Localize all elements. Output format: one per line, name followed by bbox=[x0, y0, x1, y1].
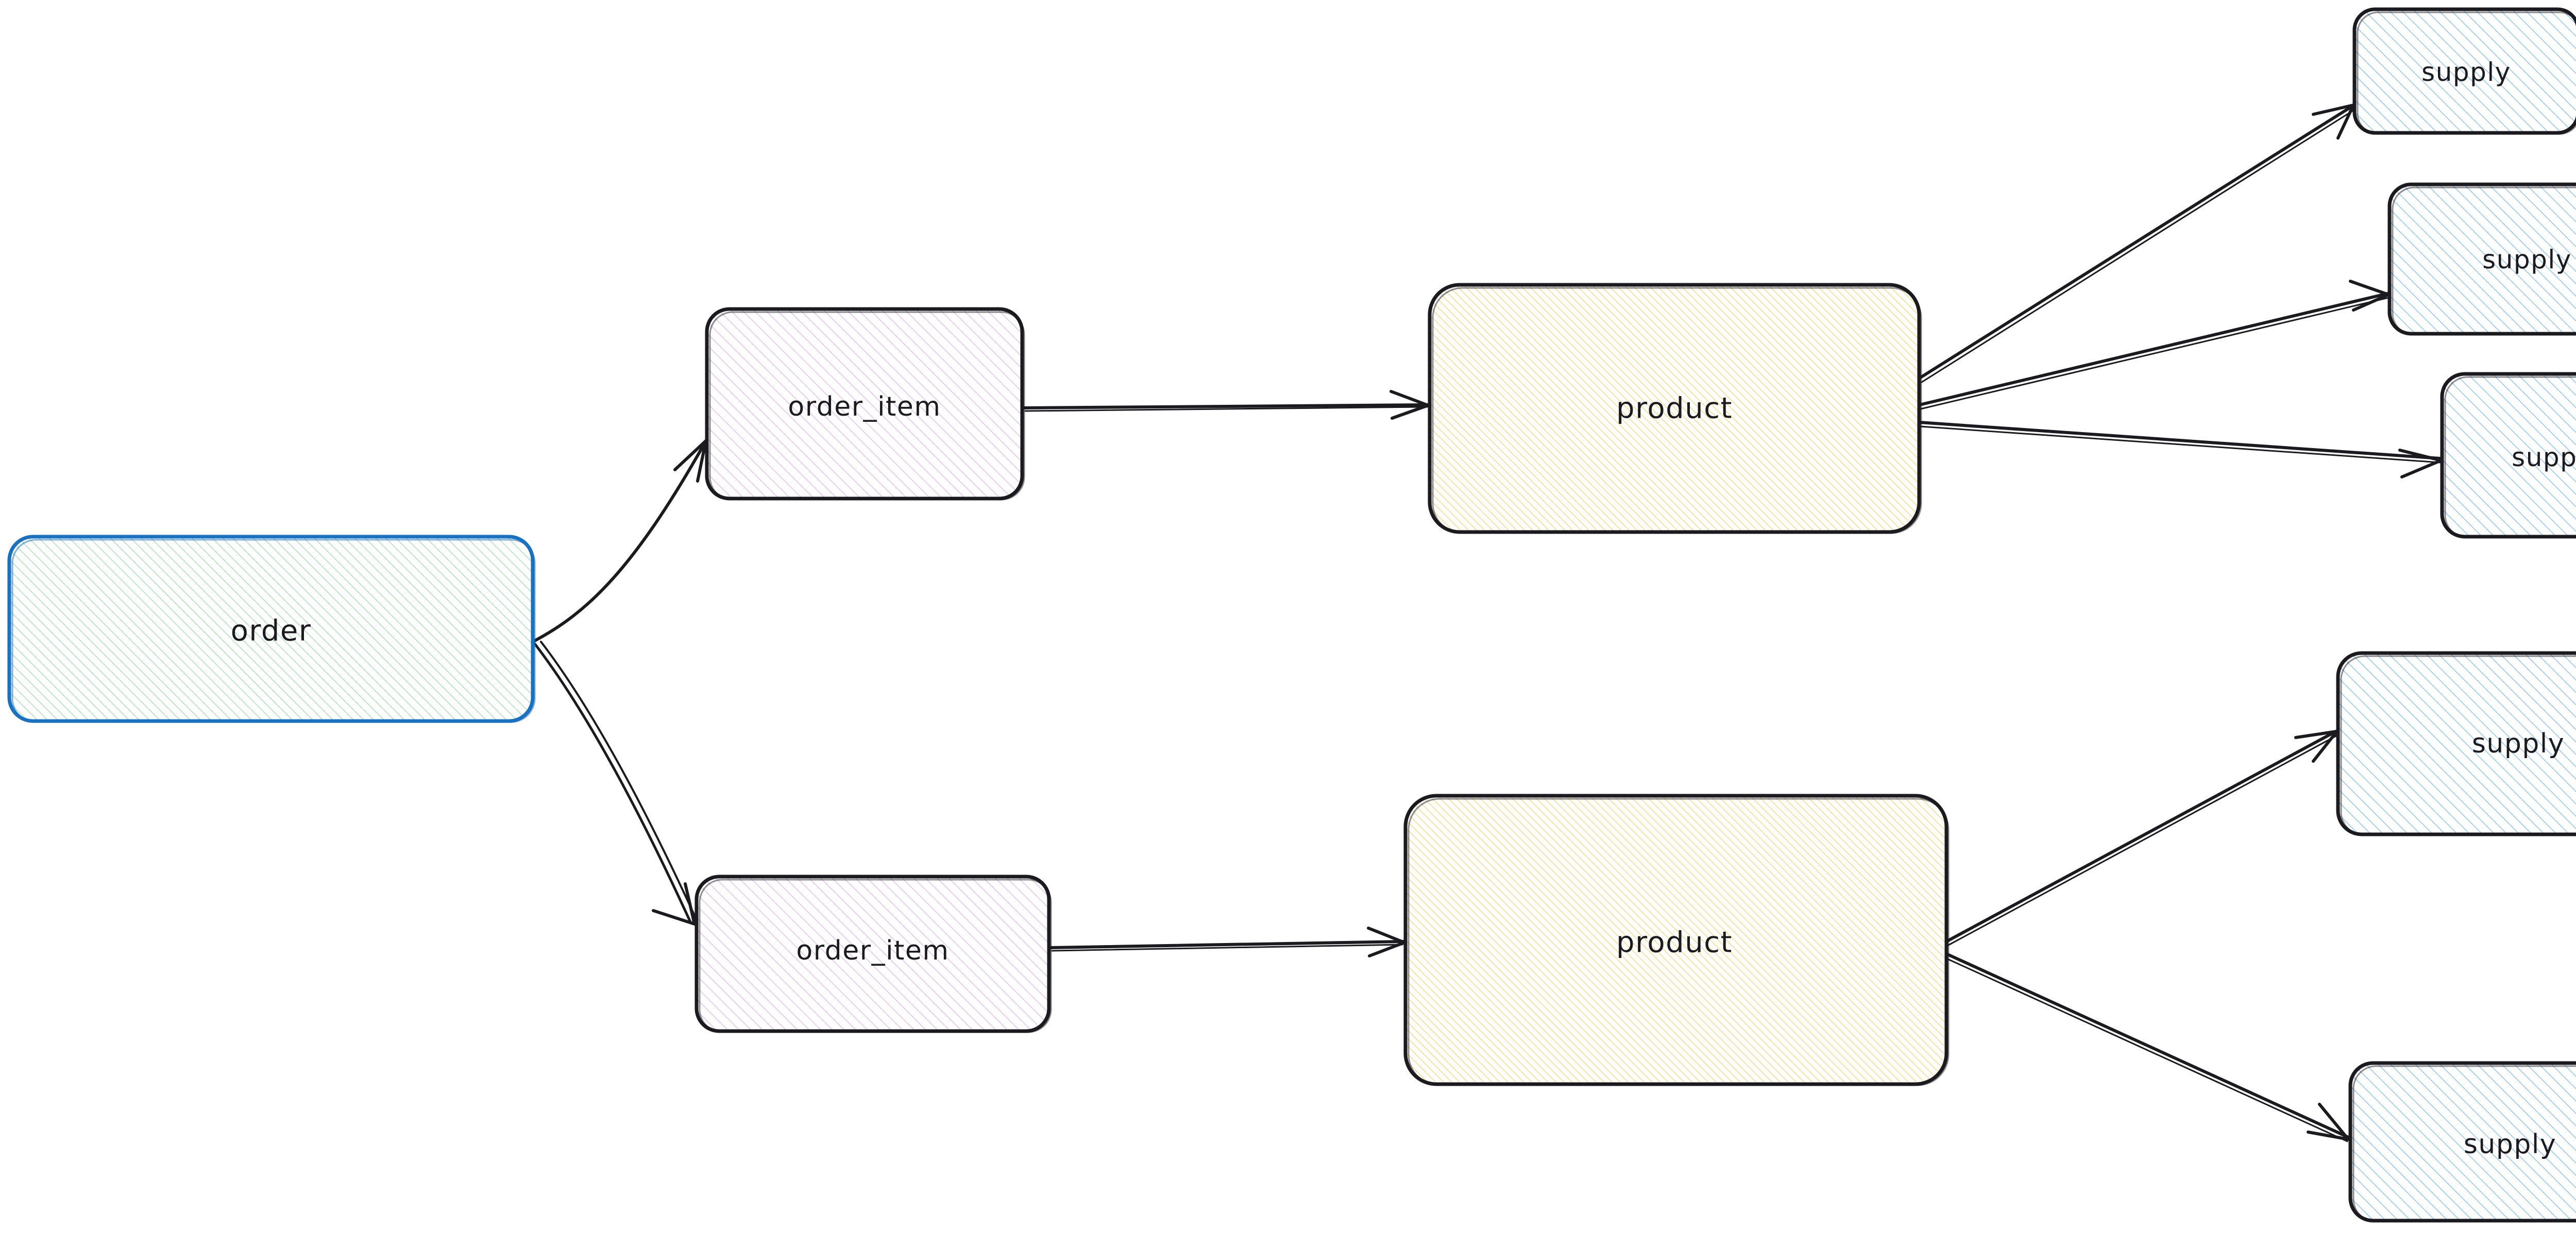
node-product-1-border bbox=[1428, 283, 1921, 534]
node-supply-5-label: supply bbox=[2464, 1129, 2556, 1160]
node-supply-3-fill bbox=[2442, 374, 2576, 537]
node-product-1-label: product bbox=[1616, 392, 1733, 425]
node-product-2-fill bbox=[1405, 796, 1946, 1084]
node-order[interactable]: order bbox=[7, 535, 536, 723]
node-order-item-1-border bbox=[705, 307, 1024, 501]
node-supply-4[interactable]: supply bbox=[2336, 651, 2576, 836]
node-supply-5-border bbox=[2348, 1061, 2576, 1223]
node-order-item-2-border bbox=[694, 875, 1051, 1033]
node-supply-4-label: supply bbox=[2472, 728, 2565, 759]
edge-order-item-2-to-product-2[interactable] bbox=[1048, 927, 1406, 957]
node-product-2-label: product bbox=[1616, 926, 1733, 960]
node-supply-2-border bbox=[2387, 182, 2576, 336]
node-order-item-1-label: order_item bbox=[788, 391, 941, 422]
edge-product-2-to-supply-4[interactable] bbox=[1945, 730, 2338, 947]
node-supply-1-fill bbox=[2354, 9, 2576, 133]
node-order-border bbox=[7, 535, 535, 723]
node-order-item-2[interactable]: order_item bbox=[694, 875, 1052, 1033]
node-order-label: order bbox=[231, 614, 312, 648]
node-supply-2-fill bbox=[2389, 184, 2576, 334]
node-product-1-fill bbox=[1430, 285, 1919, 532]
node-order-item-2-border-sketch bbox=[699, 879, 1052, 1033]
edge-product-1-to-supply-3[interactable] bbox=[1918, 421, 2443, 478]
node-supply-3-border-sketch bbox=[2444, 376, 2576, 539]
node-order-item-2-label: order_item bbox=[796, 935, 949, 966]
node-supply-5-border-sketch bbox=[2352, 1065, 2576, 1223]
node-supply-3-border bbox=[2440, 372, 2576, 539]
node-supply-4-border bbox=[2336, 651, 2576, 836]
edge-product-2-to-supply-5[interactable] bbox=[1944, 952, 2350, 1142]
edge-order-to-order-item-1[interactable] bbox=[532, 439, 707, 643]
node-supply-2-label: supply bbox=[2482, 245, 2572, 275]
node-order-item-1[interactable]: order_item bbox=[705, 307, 1025, 501]
node-product-2[interactable]: product bbox=[1403, 794, 1950, 1086]
node-supply-1-label: supply bbox=[2421, 57, 2511, 87]
node-product-2-border bbox=[1403, 794, 1948, 1086]
node-supply-1[interactable]: supply bbox=[2352, 7, 2576, 135]
node-supply-4-fill bbox=[2338, 653, 2576, 834]
node-supply-5[interactable]: supply bbox=[2348, 1061, 2576, 1223]
edge-order-item-1-to-product-1[interactable] bbox=[1022, 390, 1430, 420]
node-supply-1-border-sketch bbox=[2357, 11, 2576, 135]
node-supply-2[interactable]: supply bbox=[2387, 182, 2576, 336]
edge-order-to-order-item-2[interactable] bbox=[533, 641, 698, 926]
node-order-item-2-fill bbox=[697, 877, 1049, 1031]
node-supply-4-border-sketch bbox=[2340, 655, 2576, 836]
node-product-2-border-sketch bbox=[1408, 798, 1950, 1086]
node-supply-3-label: supply bbox=[2512, 442, 2576, 472]
node-order-item-1-border-sketch bbox=[709, 311, 1025, 501]
node-order-item-1-fill bbox=[707, 309, 1022, 499]
edge-layer bbox=[532, 104, 2443, 1142]
node-supply-5-fill bbox=[2350, 1063, 2576, 1221]
node-product-1-border-sketch bbox=[1432, 287, 1922, 534]
node-order-border-sketch bbox=[11, 539, 536, 723]
node-order-fill bbox=[9, 537, 533, 721]
node-supply-1-border bbox=[2352, 7, 2576, 135]
node-product-1[interactable]: product bbox=[1428, 283, 1922, 534]
node-supply-3[interactable]: supply bbox=[2440, 372, 2576, 539]
edge-product-1-to-supply-1[interactable] bbox=[1918, 104, 2355, 383]
node-supply-2-border-sketch bbox=[2392, 186, 2576, 336]
edge-product-1-to-supply-2[interactable] bbox=[1918, 280, 2390, 410]
